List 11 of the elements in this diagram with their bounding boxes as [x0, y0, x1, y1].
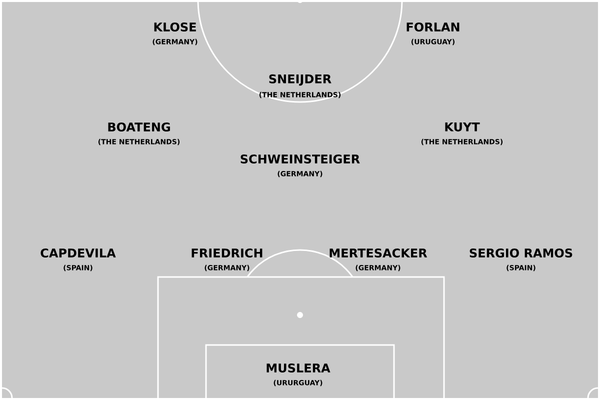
player-name: KUYT	[445, 122, 480, 132]
player-name: MUSLERA	[266, 363, 330, 373]
player-name: SCHWEINSTEIGER	[240, 154, 360, 164]
player-name: CAPDEVILA	[40, 248, 116, 258]
player-name: MERTESACKER	[330, 248, 428, 258]
player-name: SNEIJDER	[269, 74, 332, 86]
player-name: FRIEDRICH	[192, 248, 262, 258]
player-name: SERGIO RAMOS	[470, 248, 572, 258]
player-name: BOATENG	[108, 122, 170, 132]
player-name: FORLAN	[406, 22, 460, 32]
player-name: KLOSE	[154, 22, 196, 32]
